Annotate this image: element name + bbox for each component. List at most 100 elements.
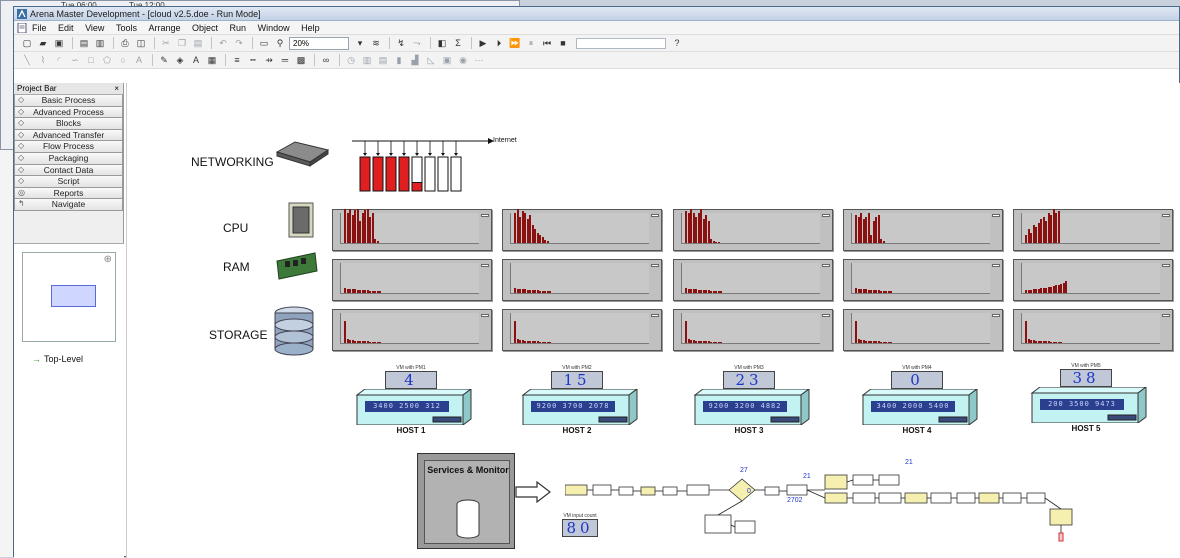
- flow-module[interactable]: [824, 492, 848, 504]
- chart-minimize-icon[interactable]: [992, 214, 1000, 217]
- model-canvas[interactable]: NETWORKING Internet CPU RAM STORAGE VM w…: [126, 83, 1180, 558]
- menu-tools[interactable]: Tools: [115, 23, 137, 33]
- panel-script[interactable]: ◇Script: [14, 176, 123, 188]
- expression-icon[interactable]: Σ: [455, 38, 461, 48]
- chart-minimize-icon[interactable]: [1162, 214, 1170, 217]
- flow-module[interactable]: [852, 492, 876, 504]
- flow-module[interactable]: [978, 492, 1000, 504]
- flow-module[interactable]: [704, 514, 732, 534]
- level-icon[interactable]: ▮: [396, 54, 402, 65]
- copy-icon[interactable]: ❐: [177, 37, 187, 48]
- paste-icon[interactable]: ▤: [193, 37, 203, 48]
- flow-module[interactable]: [1026, 492, 1046, 504]
- print-preview-icon[interactable]: ◫: [136, 37, 146, 48]
- panel-basic-process[interactable]: ◇Basic Process: [14, 95, 123, 107]
- line-width-icon[interactable]: ≡: [234, 55, 240, 65]
- bezier-icon[interactable]: ∽: [71, 54, 79, 65]
- services-monitor-box[interactable]: Services & Monitor: [417, 453, 515, 549]
- zoom-dropdown-icon[interactable]: ▾: [357, 37, 363, 48]
- go-icon[interactable]: ▶: [479, 37, 487, 48]
- end-icon[interactable]: ■: [560, 38, 566, 48]
- fast-forward-icon[interactable]: ⏩: [509, 37, 521, 48]
- fill-pattern-icon[interactable]: ▩: [296, 54, 306, 65]
- chart-minimize-icon[interactable]: [992, 314, 1000, 317]
- open-icon[interactable]: ▰: [39, 37, 47, 48]
- ellipse-icon[interactable]: ○: [120, 55, 126, 65]
- flow-module[interactable]: [734, 520, 756, 534]
- flow-module[interactable]: [878, 492, 902, 504]
- panel-packaging[interactable]: ◇Packaging: [14, 152, 123, 165]
- text-icon[interactable]: A: [135, 55, 142, 65]
- zoom-icon[interactable]: ⚲: [276, 37, 284, 48]
- flow-module[interactable]: [824, 474, 848, 490]
- flow-module[interactable]: [1049, 508, 1073, 526]
- chart-minimize-icon[interactable]: [651, 214, 659, 217]
- model-thumbnail[interactable]: ⊕: [22, 252, 116, 342]
- chart-minimize-icon[interactable]: [822, 314, 830, 317]
- menu-object[interactable]: Object: [192, 23, 219, 33]
- flow-module[interactable]: [662, 486, 678, 496]
- template-attach-icon[interactable]: ▤: [79, 37, 89, 48]
- plot-icon[interactable]: ◺: [427, 54, 435, 65]
- flow-decide-module[interactable]: [728, 478, 756, 502]
- pause-icon[interactable]: ⏸: [528, 37, 534, 48]
- save-icon[interactable]: ▣: [54, 37, 64, 48]
- menu-window[interactable]: Window: [257, 23, 290, 33]
- panel-navigate[interactable]: ↰Navigate: [14, 199, 123, 211]
- new-icon[interactable]: ▢: [22, 37, 32, 48]
- zoom-in-icon[interactable]: ⊕: [103, 254, 112, 265]
- line-color-icon[interactable]: ✎: [160, 54, 168, 65]
- print-icon[interactable]: ⎙: [121, 37, 129, 48]
- chart-minimize-icon[interactable]: [822, 214, 830, 217]
- histogram-icon[interactable]: ▟: [411, 54, 419, 65]
- menu-edit[interactable]: Edit: [58, 23, 74, 33]
- panel-reports[interactable]: ◎Reports: [14, 187, 123, 200]
- menu-file[interactable]: File: [32, 23, 47, 33]
- menu-view[interactable]: View: [85, 23, 105, 33]
- fill-color-icon[interactable]: ◈: [176, 54, 184, 65]
- chart-minimize-icon[interactable]: [481, 214, 489, 217]
- text-color-icon[interactable]: A: [192, 55, 199, 65]
- chart-minimize-icon[interactable]: [822, 264, 830, 267]
- cut-icon[interactable]: ✂: [162, 37, 170, 48]
- template-detach-icon[interactable]: ▥: [95, 37, 105, 48]
- document-icon[interactable]: [17, 23, 27, 33]
- route-icon[interactable]: ⤳: [413, 37, 421, 48]
- flow-module[interactable]: [764, 486, 780, 496]
- redo-icon[interactable]: ↷: [235, 37, 243, 48]
- submodel-icon[interactable]: ◧: [437, 37, 447, 48]
- line-pattern-icon[interactable]: ═: [281, 55, 289, 65]
- chart-minimize-icon[interactable]: [651, 264, 659, 267]
- panel-advanced-transfer[interactable]: ◇Advanced Transfer: [14, 129, 123, 142]
- title-bar[interactable]: Arena Master Development - [cloud v2.5.d…: [14, 7, 1179, 21]
- flow-module[interactable]: [956, 492, 976, 504]
- panel-contact-data[interactable]: ◇Contact Data: [14, 164, 123, 177]
- screen-icon[interactable]: ▭: [259, 37, 269, 48]
- arrow-style-icon[interactable]: ⇸: [265, 54, 273, 65]
- layers-icon[interactable]: ≋: [372, 37, 380, 48]
- flow-module[interactable]: [1002, 492, 1022, 504]
- chart-minimize-icon[interactable]: [992, 264, 1000, 267]
- arc-icon[interactable]: ◜: [57, 54, 61, 65]
- flow-module[interactable]: [640, 486, 656, 496]
- flow-module[interactable]: [686, 484, 710, 496]
- flow-module[interactable]: [852, 474, 874, 486]
- chart-minimize-icon[interactable]: [481, 264, 489, 267]
- thumbnail-viewport[interactable]: [51, 285, 96, 307]
- chart-minimize-icon[interactable]: [1162, 264, 1170, 267]
- menu-help[interactable]: Help: [301, 23, 320, 33]
- panel-advanced-process[interactable]: ◇Advanced Process: [14, 106, 123, 119]
- chart-minimize-icon[interactable]: [651, 314, 659, 317]
- panel-flow-process[interactable]: ◇Flow Process: [14, 141, 123, 153]
- connect-icon[interactable]: ↯: [397, 37, 405, 48]
- link-icon[interactable]: ∞: [322, 55, 330, 65]
- flow-module[interactable]: [618, 486, 634, 496]
- variable-icon[interactable]: ▤: [378, 54, 388, 65]
- process-flow-diagram[interactable]: [565, 453, 1085, 543]
- flow-module[interactable]: [592, 484, 612, 496]
- context-help-icon[interactable]: ?: [674, 38, 680, 48]
- flow-module[interactable]: [878, 474, 900, 486]
